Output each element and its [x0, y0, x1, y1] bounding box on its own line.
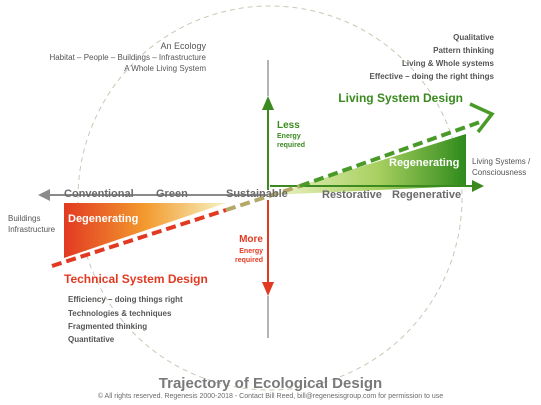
qualities-line-3: Living & Whole systems [401, 59, 494, 68]
degenerating-label: Degenerating [68, 213, 139, 225]
trajectory-mid [225, 184, 301, 212]
living-system-heading: Living System Design [338, 91, 463, 105]
axis-label-regenerative: Regenerative [392, 189, 462, 201]
vertical-arrow-up [262, 96, 274, 110]
axis-label-green: Green [156, 188, 188, 200]
outcome-line-1: Living Systems / [472, 157, 531, 166]
regenerating-label: Regenerating [389, 157, 460, 169]
axis-label-conventional: Conventional [64, 188, 134, 200]
technical-system-heading: Technical System Design [64, 272, 208, 286]
less-title: Less [277, 120, 300, 131]
qualities-line-2: Pattern thinking [433, 46, 494, 55]
outcome-line-2: Consciousness [472, 168, 527, 177]
vertical-arrow-down [262, 282, 274, 296]
axis-arrow-left [38, 189, 50, 201]
axis-label-sustainable: Sustainable [226, 188, 288, 200]
diagram-title: Trajectory of Ecological Design [158, 375, 383, 392]
trajectory-red [51, 208, 227, 268]
technical-line-4: Quantitative [68, 335, 115, 344]
ecology-title: An Ecology [160, 41, 206, 51]
less-line3: required [277, 142, 306, 149]
ecology-line3: A Whole Living System [124, 64, 206, 73]
axis-arrow-right [472, 180, 484, 192]
buildings-line-2: Infrastructure [8, 225, 56, 234]
more-line2: Energy [239, 248, 263, 255]
degenerating-triangle [64, 203, 226, 258]
trajectory-green [299, 120, 481, 188]
less-line2: Energy [277, 133, 301, 140]
more-title: More [239, 234, 263, 245]
technical-line-2: Technologies & techniques [68, 309, 172, 318]
qualities-line-1: Qualitative [453, 33, 494, 42]
qualities-line-4: Effective – doing the right things [369, 72, 494, 81]
copyright-notice: © All rights reserved. Regenesis 2000-20… [97, 393, 444, 400]
axis-label-restorative: Restorative [322, 189, 382, 201]
buildings-line-1: Buildings [8, 214, 41, 223]
technical-line-1: Efficiency – doing things right [68, 295, 183, 304]
ecology-line2: Habitat – People – Buildings – Infrastru… [49, 53, 206, 62]
whole-system-circle [77, 5, 463, 391]
more-line3: required [234, 257, 263, 264]
technical-line-3: Fragmented thinking [68, 322, 148, 331]
trajectory-arrow-head [469, 102, 495, 134]
